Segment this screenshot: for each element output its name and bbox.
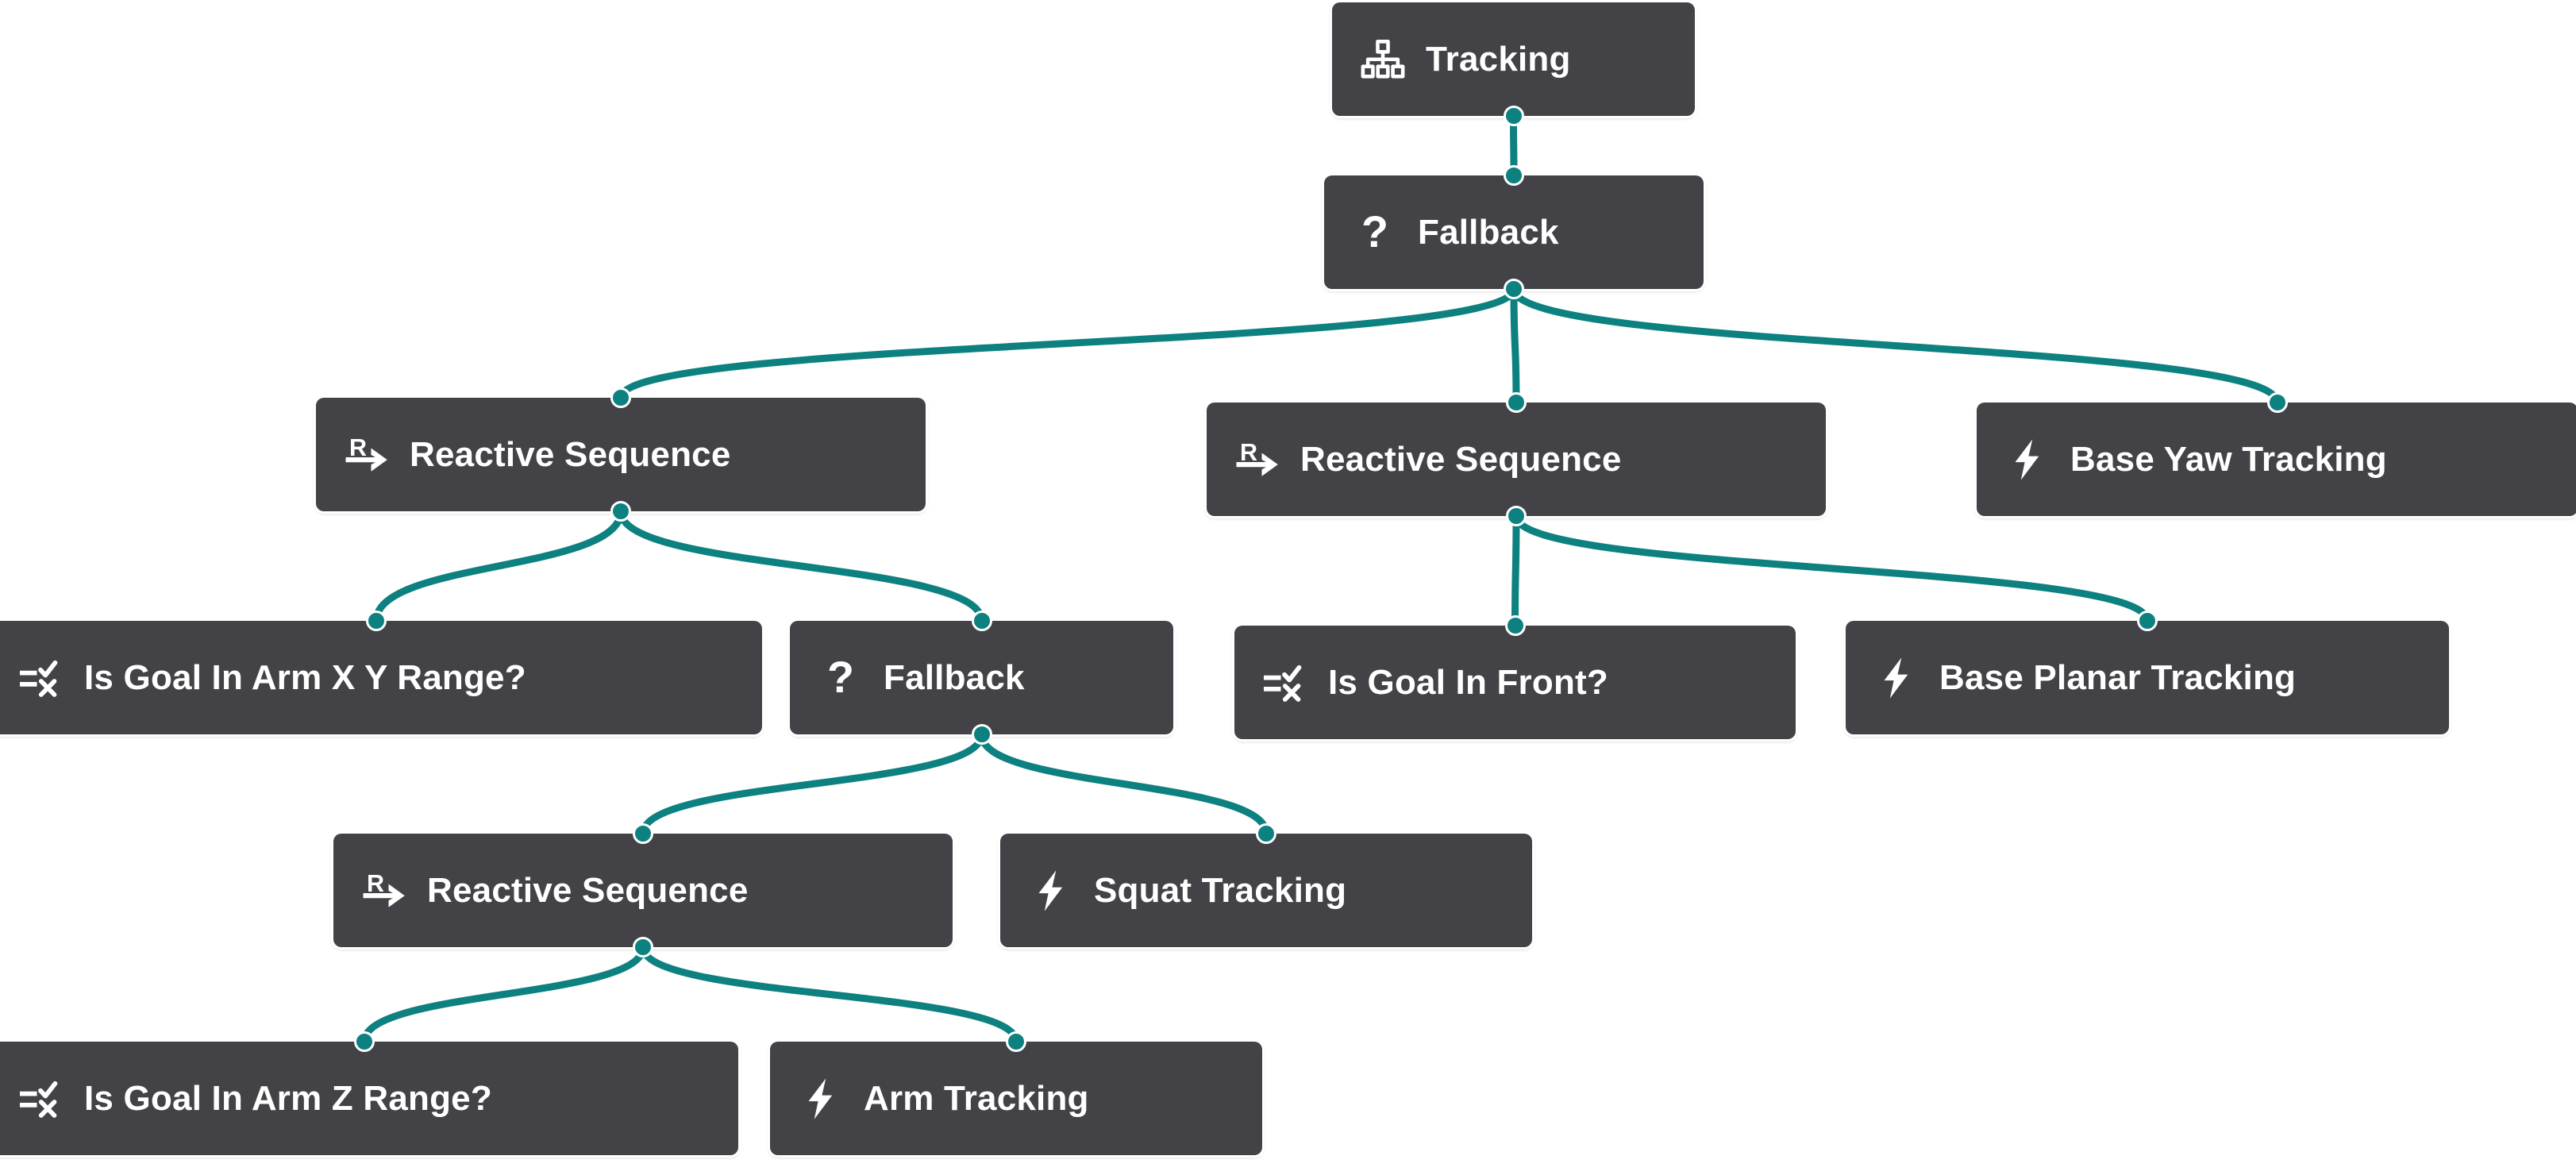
- bt-node-output-port[interactable]: [971, 724, 992, 745]
- bt-node-output-port[interactable]: [1506, 506, 1527, 526]
- bt-edge: [372, 507, 625, 625]
- bt-node-subtree[interactable]: Tracking: [1332, 2, 1695, 116]
- bt-edge: [360, 943, 647, 1046]
- bt-node-reactive-sequence[interactable]: R Reactive Sequence: [333, 834, 953, 947]
- bt-edge: [1511, 512, 1520, 630]
- bt-node-input-port[interactable]: [1504, 615, 1526, 636]
- question-mark-icon: ?: [1351, 209, 1399, 256]
- bt-node-output-port[interactable]: [633, 937, 653, 957]
- bt-node-input-port[interactable]: [1506, 392, 1527, 413]
- bt-node-fallback[interactable]: ? Fallback: [790, 621, 1173, 734]
- bt-node-input-port[interactable]: [2266, 392, 2288, 413]
- bt-edge: [617, 507, 985, 625]
- bt-node-input-port[interactable]: [354, 1031, 375, 1052]
- svg-text:?: ?: [827, 655, 854, 701]
- bt-node-label: Is Goal In Front?: [1328, 662, 1608, 702]
- condition-icon: [1261, 659, 1309, 707]
- bt-node-input-port[interactable]: [1006, 1031, 1026, 1052]
- lightning-bolt-icon: [2004, 436, 2051, 483]
- bt-node-action[interactable]: Base Yaw Tracking: [1977, 403, 2576, 516]
- condition-icon: [17, 654, 65, 702]
- bt-edge: [1510, 285, 1520, 406]
- reactive-sequence-icon: R: [360, 867, 408, 915]
- svg-text:R: R: [367, 870, 384, 897]
- bt-node-label: Arm Tracking: [864, 1078, 1089, 1118]
- bt-node-reactive-sequence[interactable]: R Reactive Sequence: [316, 398, 926, 511]
- svg-text:R: R: [1240, 439, 1257, 466]
- bt-edge: [978, 730, 1270, 838]
- bt-edge: [617, 285, 1518, 402]
- bt-node-label: Squat Tracking: [1094, 870, 1347, 910]
- bt-node-output-port[interactable]: [610, 501, 631, 522]
- bt-node-action[interactable]: Arm Tracking: [770, 1042, 1262, 1155]
- subtree-icon: [1359, 36, 1407, 83]
- bt-node-output-port[interactable]: [1504, 279, 1524, 299]
- svg-text:?: ?: [1361, 210, 1388, 256]
- bt-node-condition[interactable]: Is Goal In Arm X Y Range?: [0, 621, 762, 734]
- bt-node-action[interactable]: Squat Tracking: [1000, 834, 1532, 947]
- bt-node-label: Base Planar Tracking: [1939, 657, 2297, 697]
- question-mark-icon: ?: [817, 654, 864, 702]
- lightning-bolt-icon: [1027, 867, 1075, 915]
- bt-edge: [1512, 512, 2151, 625]
- condition-icon: [17, 1075, 65, 1123]
- bt-node-input-port[interactable]: [610, 387, 631, 408]
- bt-edge: [639, 943, 1020, 1046]
- bt-node-input-port[interactable]: [366, 611, 387, 631]
- bt-node-input-port[interactable]: [2137, 611, 2158, 631]
- bt-node-label: Reactive Sequence: [427, 870, 749, 910]
- bt-node-label: Fallback: [1418, 212, 1559, 252]
- bt-node-reactive-sequence[interactable]: R Reactive Sequence: [1207, 403, 1826, 516]
- reactive-sequence-icon: R: [1234, 436, 1281, 483]
- lightning-bolt-icon: [1873, 654, 1920, 702]
- bt-node-label: Reactive Sequence: [1300, 439, 1622, 479]
- bt-node-label: Fallback: [884, 657, 1025, 697]
- lightning-bolt-icon: [797, 1075, 845, 1123]
- bt-node-label: Tracking: [1426, 39, 1571, 79]
- bt-node-input-port[interactable]: [1256, 823, 1276, 844]
- svg-text:R: R: [349, 434, 367, 461]
- bt-node-output-port[interactable]: [1503, 106, 1524, 126]
- bt-node-input-port[interactable]: [1504, 165, 1524, 186]
- bt-edge: [639, 730, 985, 838]
- bt-node-action[interactable]: Base Planar Tracking: [1846, 621, 2449, 734]
- bt-node-fallback[interactable]: ? Fallback: [1324, 175, 1704, 289]
- bt-node-input-port[interactable]: [633, 823, 653, 844]
- bt-node-input-port[interactable]: [971, 611, 992, 631]
- bt-edge: [1510, 285, 2281, 406]
- bt-node-label: Is Goal In Arm X Y Range?: [84, 657, 526, 697]
- bt-node-label: Reactive Sequence: [410, 434, 731, 474]
- bt-node-condition[interactable]: Is Goal In Front?: [1234, 626, 1796, 739]
- bt-node-condition[interactable]: Is Goal In Arm Z Range?: [0, 1042, 738, 1155]
- bt-node-label: Base Yaw Tracking: [2070, 439, 2387, 479]
- bt-node-label: Is Goal In Arm Z Range?: [84, 1078, 492, 1118]
- reactive-sequence-icon: R: [343, 431, 391, 479]
